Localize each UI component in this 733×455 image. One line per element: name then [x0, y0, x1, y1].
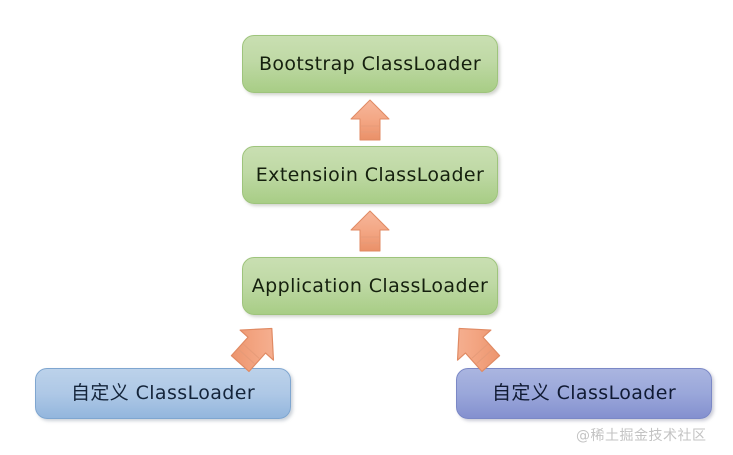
- arrow-up-icon-extension-to-bootstrap: [348, 98, 392, 142]
- node-application-classloader[interactable]: Application ClassLoader: [242, 257, 498, 315]
- node-application-classloader-label: Application ClassLoader: [251, 274, 489, 297]
- node-custom-classloader-left[interactable]: 自定义 ClassLoader: [35, 368, 291, 419]
- arrow-diagonal-icon-custom-left-to-application: [230, 320, 282, 373]
- arrow-up-icon-application-to-extension: [348, 209, 392, 253]
- node-custom-classloader-right[interactable]: 自定义 ClassLoader: [456, 368, 712, 419]
- node-extension-classloader[interactable]: Extensioin ClassLoader: [242, 146, 498, 204]
- node-bootstrap-classloader-label: Bootstrap ClassLoader: [258, 52, 482, 75]
- watermark: @稀土掘金技术社区: [576, 428, 707, 444]
- node-custom-classloader-right-label: 自定义 ClassLoader: [491, 382, 677, 405]
- node-bootstrap-classloader[interactable]: Bootstrap ClassLoader: [242, 35, 498, 93]
- node-extension-classloader-label: Extensioin ClassLoader: [255, 163, 485, 186]
- node-custom-classloader-left-label: 自定义 ClassLoader: [70, 382, 256, 405]
- arrow-diagonal-icon-custom-right-to-application: [449, 320, 501, 373]
